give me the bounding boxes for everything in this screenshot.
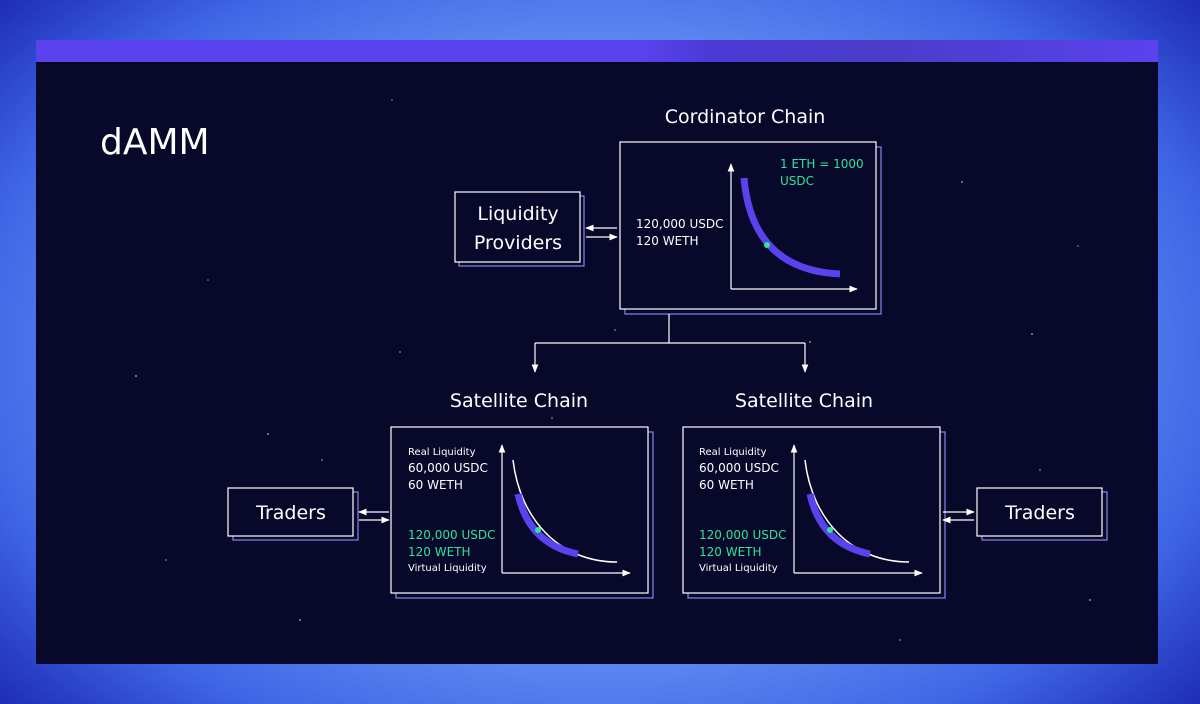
satellite-1-virtual-label: Virtual Liquidity xyxy=(408,563,487,574)
satellite-1-curve-chart xyxy=(498,444,631,577)
satellite-1-virtual-usdc: 120,000 USDC xyxy=(408,528,495,542)
satellite-2-full-curve xyxy=(804,459,910,563)
slide-top-bar xyxy=(36,40,1158,62)
liquidity-providers-line1: Liquidity xyxy=(477,203,558,225)
coordinator-to-satellites-connector xyxy=(531,314,809,373)
satellite-1-virtual-range xyxy=(514,493,579,558)
satellite-2-virtual-usdc: 120,000 USDC xyxy=(699,528,786,542)
traders-left-label: Traders xyxy=(255,502,326,524)
satellite-1-price-point xyxy=(535,527,541,533)
satellite-2-heading: Satellite Chain xyxy=(735,390,873,412)
satellite-2-price-point xyxy=(827,527,833,533)
coordinator-price-point xyxy=(764,242,770,248)
satellite-2-real-weth: 60 WETH xyxy=(699,478,754,492)
satellite-2-real-usdc: 60,000 USDC xyxy=(699,461,779,475)
coordinator-bonding-curve xyxy=(740,177,841,278)
satellite-1-real-label: Real Liquidity xyxy=(408,447,476,458)
coordinator-price-line2: USDC xyxy=(780,174,814,188)
satellite-1-full-curve xyxy=(512,459,618,563)
coordinator-liquidity-usdc: 120,000 USDC xyxy=(636,217,723,231)
satellite-2-curve-chart xyxy=(790,444,923,577)
coordinator-price-line1: 1 ETH = 1000 xyxy=(780,157,864,171)
coordinator-box xyxy=(619,141,882,315)
liquidity-providers-box xyxy=(454,191,585,267)
satellite-2-virtual-range xyxy=(806,493,871,558)
satellite-2-virtual-weth: 120 WETH xyxy=(699,545,762,559)
satellite-2-real-label: Real Liquidity xyxy=(699,447,767,458)
traders-right-box xyxy=(976,487,1108,541)
satellite-1-real-weth: 60 WETH xyxy=(408,478,463,492)
satellite-1-heading: Satellite Chain xyxy=(450,390,588,412)
traders-left-box xyxy=(227,487,359,541)
coordinator-liquidity-weth: 120 WETH xyxy=(636,234,699,248)
satellite-2-virtual-label: Virtual Liquidity xyxy=(699,563,778,574)
coordinator-heading: Cordinator Chain xyxy=(665,106,826,128)
coordinator-curve-chart xyxy=(727,163,858,293)
satellite-1-real-usdc: 60,000 USDC xyxy=(408,461,488,475)
traders-right-label: Traders xyxy=(1004,502,1075,524)
liquidity-providers-line2: Providers xyxy=(474,232,562,254)
slide-title: dAMM xyxy=(100,122,210,163)
satellite-1-virtual-weth: 120 WETH xyxy=(408,545,471,559)
